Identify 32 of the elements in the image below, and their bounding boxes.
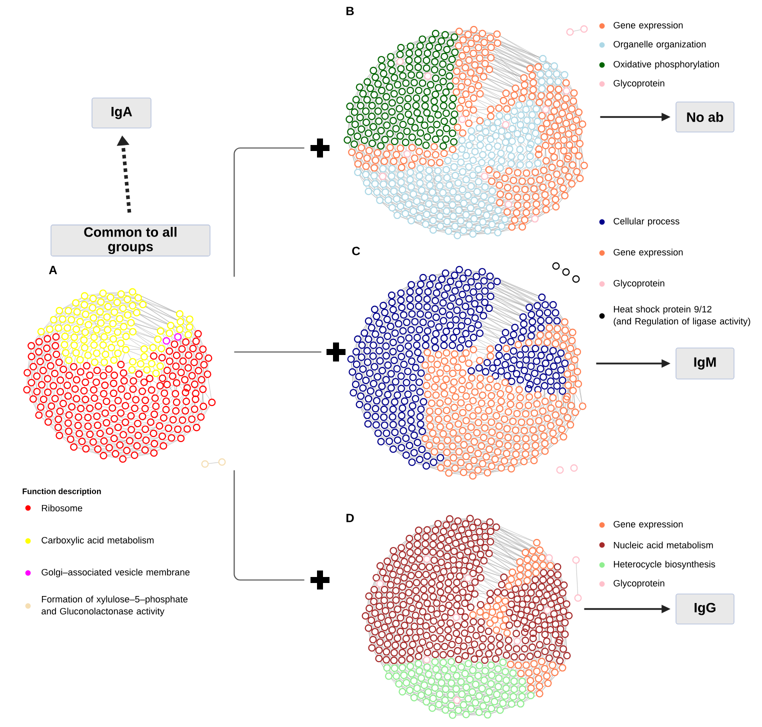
legend-text: Oxidative phosphorylation <box>614 60 719 70</box>
plus-sign <box>326 342 346 362</box>
label-box: IgG <box>676 594 734 624</box>
plus-sign <box>310 138 330 158</box>
legend-text: Glycoprotein <box>614 280 664 288</box>
legend-text: Glycoprotein <box>614 580 664 588</box>
label-box: IgM <box>676 348 734 380</box>
legend-text: Cellular process <box>614 218 680 226</box>
connector-line <box>234 147 304 277</box>
legend-text: Gene expression <box>614 520 683 530</box>
label-box: IgA <box>92 98 152 128</box>
label-box: No ab <box>676 102 734 132</box>
panel-label: C <box>352 246 360 256</box>
legend-text: Glycoprotein <box>614 80 664 88</box>
legend-text: Carboxylic acid metabolism <box>42 536 154 546</box>
legend-text: Formation of xylulose–5–phosphate and Gluconolactonase activity <box>42 596 188 616</box>
label-box: Common to all groups <box>50 224 210 256</box>
legend-text: Heterocycle biosynthesis <box>614 560 716 570</box>
panel-label: D <box>346 514 354 522</box>
plus-sign <box>310 570 330 590</box>
connector-line <box>234 351 322 353</box>
panel-label: B <box>346 6 354 16</box>
connector-line <box>234 470 304 581</box>
legend-text: Heat shock protein 9/12 (and Regulation of ligase activity) <box>614 306 750 326</box>
legend-heading: Function description <box>22 488 101 496</box>
legend-text: Ribosome <box>42 504 82 512</box>
legend-text: Nucleic acid metabolism <box>614 542 713 548</box>
legend-text: Golgi–associated vesicle membrane <box>42 568 190 578</box>
legend-text: Organelle organization <box>614 40 706 50</box>
legend-text: Gene expression <box>614 248 683 258</box>
legend-text: Gene expression <box>614 22 683 30</box>
panel-label: A <box>48 266 58 274</box>
